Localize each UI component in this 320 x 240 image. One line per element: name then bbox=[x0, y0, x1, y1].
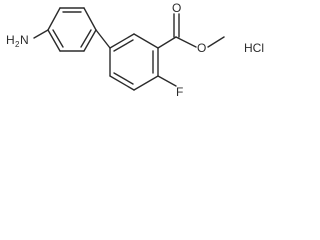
methyl-bond bbox=[207, 36, 225, 48]
benzoate-ring bbox=[109, 33, 159, 91]
bond bbox=[83, 29, 97, 52]
bond bbox=[157, 36, 177, 49]
amine-label: H 2 N bbox=[6, 33, 29, 49]
bond bbox=[133, 75, 159, 91]
double-bond bbox=[113, 72, 134, 85]
bond bbox=[133, 33, 159, 49]
double-bond bbox=[113, 39, 134, 52]
bond bbox=[109, 75, 135, 91]
molecule-drawing: H 2 N O O F HCl bbox=[6, 1, 264, 99]
amine-n-label: N bbox=[20, 33, 29, 47]
amine-bond bbox=[33, 29, 49, 39]
structure-diagram: H 2 N O O F HCl bbox=[0, 0, 274, 120]
bond bbox=[175, 36, 197, 48]
salt-label: HCl bbox=[244, 41, 264, 55]
double-bond bbox=[80, 29, 92, 48]
bond bbox=[47, 7, 61, 31]
ester-oxygen-label: O bbox=[197, 41, 206, 55]
double-bond bbox=[52, 29, 64, 48]
biaryl-bond bbox=[95, 29, 111, 49]
aniline-ring bbox=[47, 7, 97, 52]
bond bbox=[47, 29, 61, 52]
bond bbox=[83, 7, 97, 31]
amine-h-label: H bbox=[6, 33, 15, 47]
carbonyl-oxygen-label: O bbox=[172, 1, 181, 15]
ester-group bbox=[157, 13, 225, 49]
bond bbox=[109, 33, 135, 49]
fluorine-label: F bbox=[176, 85, 183, 99]
fluorine-bond bbox=[157, 75, 177, 87]
amine-h-count: 2 bbox=[15, 40, 20, 49]
